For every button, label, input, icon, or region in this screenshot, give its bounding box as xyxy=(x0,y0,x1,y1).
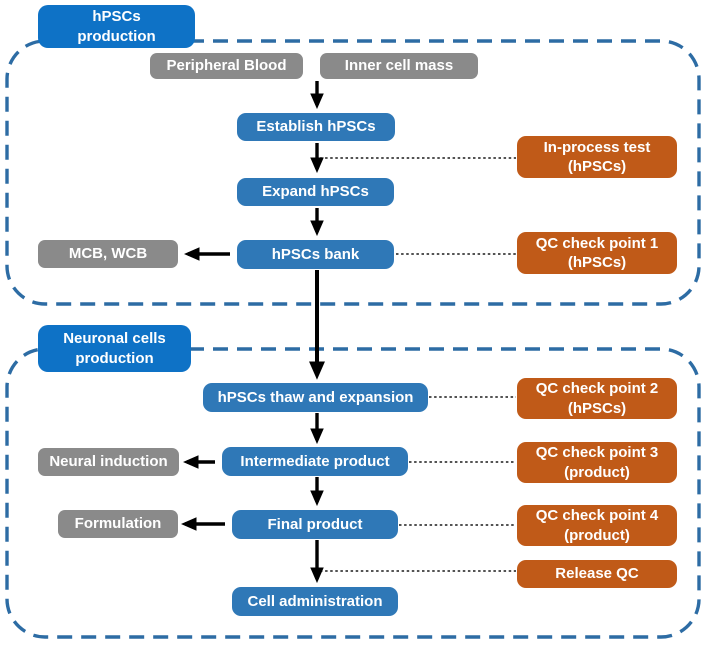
step-expand-hpscs: Expand hPSCs xyxy=(237,178,394,206)
step-final-product: Final product xyxy=(232,510,398,539)
step-intermediate-product: Intermediate product xyxy=(222,447,408,476)
qc-checkpoint-1: QC check point 1 (hPSCs) xyxy=(517,232,677,274)
section2-frame xyxy=(5,347,701,639)
section1-frame xyxy=(5,39,701,306)
source-peripheral-blood: Peripheral Blood xyxy=(150,53,303,79)
section2-title: Neuronal cells production xyxy=(38,325,191,372)
step-hpscs-bank: hPSCs bank xyxy=(237,240,394,269)
step-cell-administration: Cell administration xyxy=(232,587,398,616)
qc-checkpoint-3: QC check point 3 (product) xyxy=(517,442,677,483)
step-establish-hpscs: Establish hPSCs xyxy=(237,113,395,141)
qc-checkpoint-4: QC check point 4 (product) xyxy=(517,505,677,546)
step-hpscs-thaw-expansion: hPSCs thaw and expansion xyxy=(203,383,428,412)
output-formulation: Formulation xyxy=(58,510,178,538)
section1-title: hPSCs production xyxy=(38,5,195,48)
qc-checkpoint-2: QC check point 2 (hPSCs) xyxy=(517,378,677,419)
qc-in-process-test: In-process test (hPSCs) xyxy=(517,136,677,178)
source-inner-cell-mass: Inner cell mass xyxy=(320,53,478,79)
qc-release: Release QC xyxy=(517,560,677,588)
output-mcb-wcb: MCB, WCB xyxy=(38,240,178,268)
output-neural-induction: Neural induction xyxy=(38,448,179,476)
